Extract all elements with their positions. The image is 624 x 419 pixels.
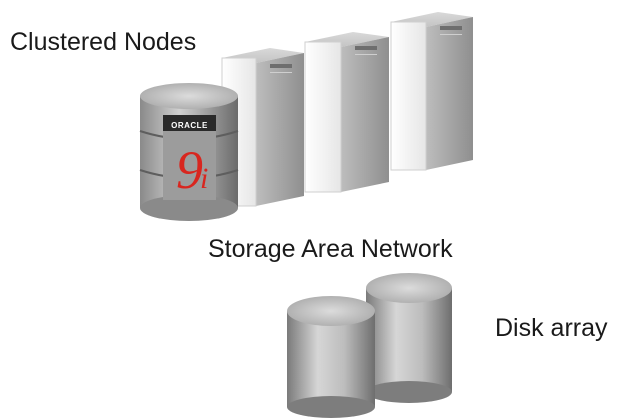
clustered-nodes-label: Clustered Nodes	[10, 28, 197, 56]
oracle-version-numeral: 9	[176, 140, 203, 200]
disk-array-label: Disk array	[495, 314, 608, 342]
oracle-version-suffix: i	[200, 162, 208, 195]
database-cylinder-icon: ORACLE 9 i	[139, 83, 239, 221]
disk-icon	[287, 296, 375, 418]
oracle-logo-text: ORACLE	[171, 121, 208, 130]
disk-icon	[366, 273, 452, 403]
storage-area-network-label: Storage Area Network	[208, 235, 453, 263]
server-icon	[304, 32, 389, 193]
server-icon	[390, 12, 473, 171]
